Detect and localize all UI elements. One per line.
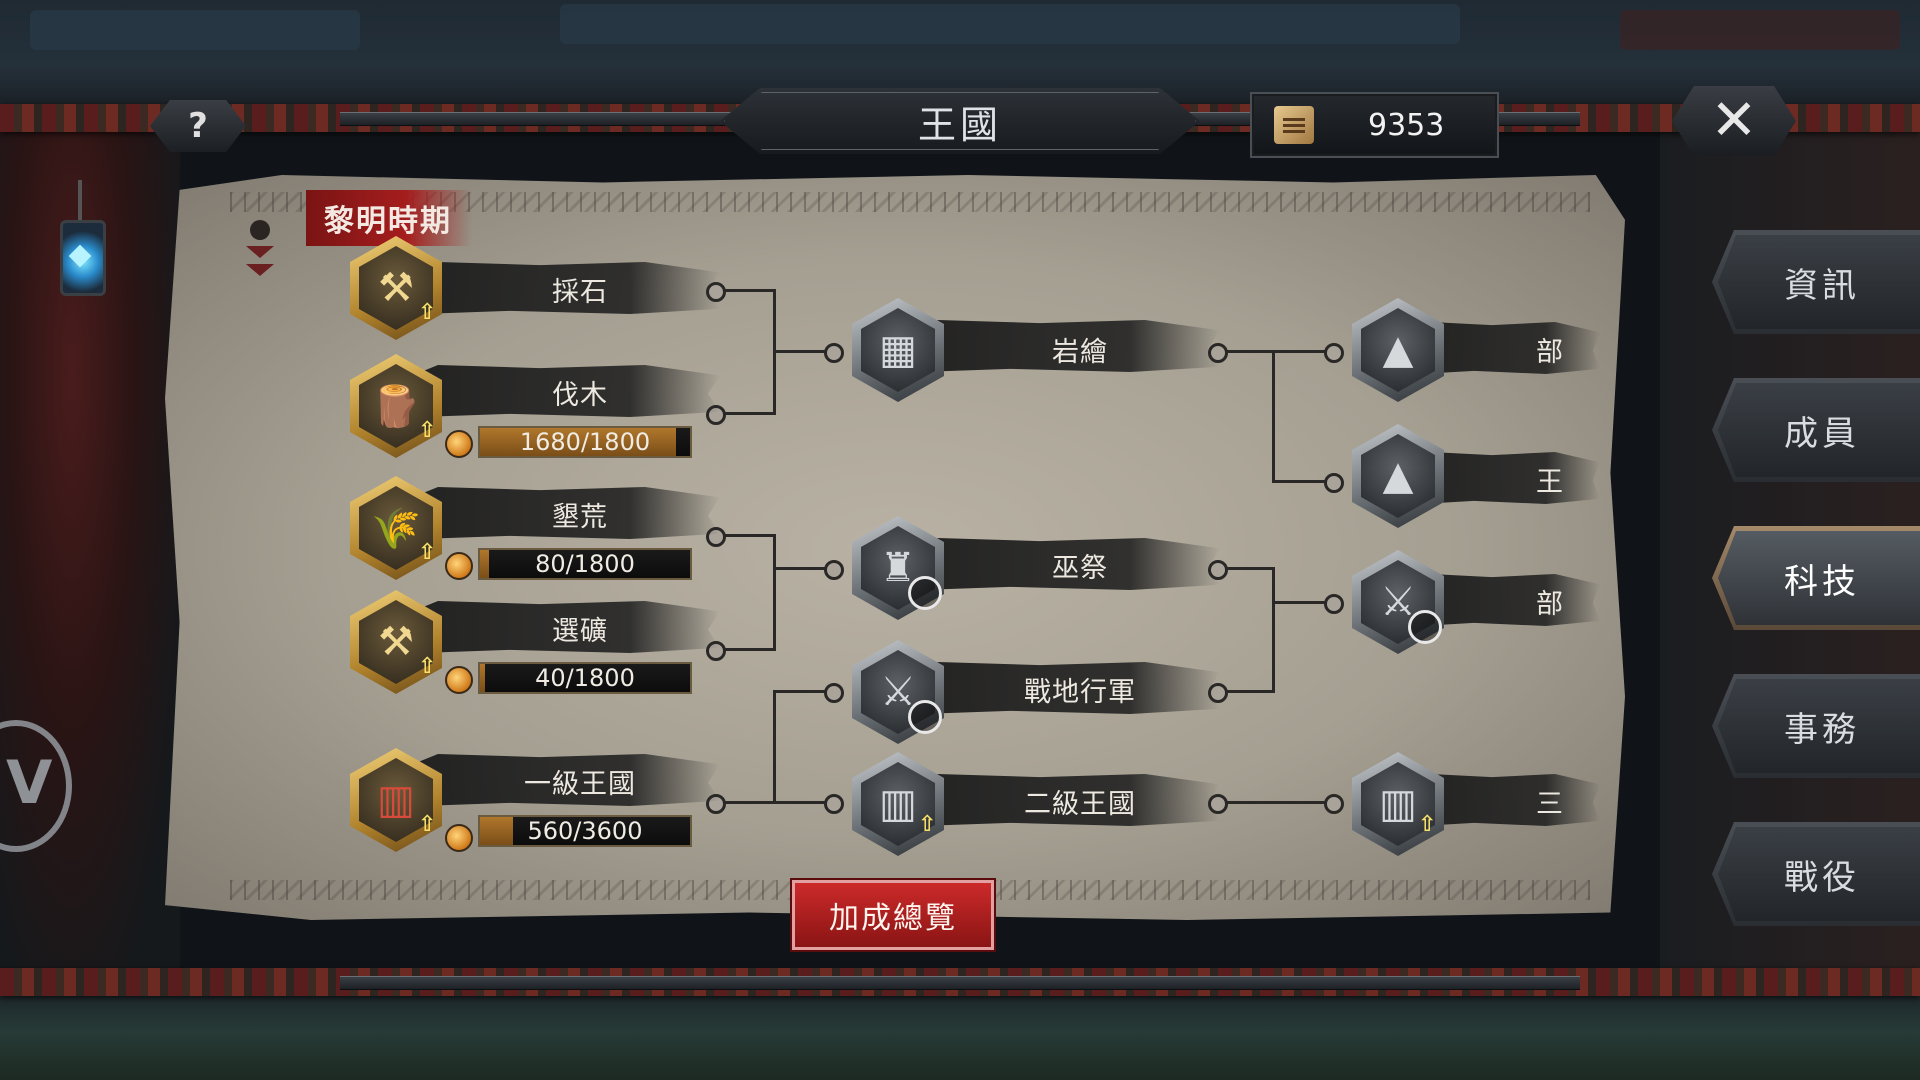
tab-affairs[interactable]: 事務 xyxy=(1712,674,1920,778)
upgrade-arrow-icon: ⇧ xyxy=(918,812,937,837)
blurred-hud xyxy=(30,10,360,50)
tech-node-label: 採石 xyxy=(552,277,608,308)
upgrade-arrow-icon: ⇧ xyxy=(418,812,437,837)
progress-fill xyxy=(480,664,485,692)
tech-node-label: 伐木 xyxy=(552,380,608,411)
progress-value: 560/3600 xyxy=(527,817,643,845)
banner-tower-icon: ▲ xyxy=(1382,453,1414,499)
castle-gate-icon: ▥ xyxy=(879,781,917,827)
progress-value: 1680/1800 xyxy=(519,428,651,456)
help-button[interactable]: ? xyxy=(150,100,246,152)
bottom-border-bar xyxy=(0,968,1920,996)
tech-node-label: 選礦 xyxy=(552,616,608,647)
potion-icon xyxy=(445,552,473,580)
scroll-icon xyxy=(1274,106,1314,144)
era-marker-icon xyxy=(246,220,274,300)
wheat-icon: 🌾 xyxy=(371,505,421,552)
lumber-icon: 🪵 xyxy=(371,383,421,430)
tab-members[interactable]: 成員 xyxy=(1712,378,1920,482)
upgrade-arrow-icon: ⇧ xyxy=(1418,812,1437,837)
stone-hammer-icon: ⚒ xyxy=(378,265,414,311)
lantern-icon xyxy=(50,180,110,330)
tab-label: 成員 xyxy=(1784,413,1860,454)
era-label: 黎明時期 xyxy=(306,190,472,246)
timer-icon xyxy=(908,700,942,734)
tab-label: 資訊 xyxy=(1784,265,1860,306)
title-plate: 王國 xyxy=(720,88,1200,154)
tab-label: 事務 xyxy=(1784,709,1860,750)
treasure-chest-icon: ▦ xyxy=(879,327,917,373)
progress-bar: 40/1800 xyxy=(478,662,692,694)
potion-icon xyxy=(445,430,473,458)
upgrade-arrow-icon: ⇧ xyxy=(418,654,437,679)
progress-fill xyxy=(480,817,513,845)
upgrade-arrow-icon: ⇧ xyxy=(418,540,437,565)
progress-bar: 560/3600 xyxy=(478,815,692,847)
tab-campaign[interactable]: 戰役 xyxy=(1712,822,1920,926)
tech-node-label: 三 xyxy=(1536,789,1564,820)
castle-gate-icon: ▥ xyxy=(377,777,415,823)
tech-node-label: 巫祭 xyxy=(1052,553,1108,584)
blurred-hud xyxy=(560,4,1460,44)
progress-value: 80/1800 xyxy=(535,550,635,578)
tech-node-label: 一級王國 xyxy=(524,769,636,800)
anvil-icon: ⚒ xyxy=(378,619,414,665)
close-icon: ✕ xyxy=(1710,88,1758,153)
potion-icon xyxy=(445,666,473,694)
timer-icon xyxy=(1408,610,1442,644)
upgrade-arrow-icon: ⇧ xyxy=(418,300,437,325)
upgrade-arrow-icon: ⇧ xyxy=(418,418,437,443)
banner-tower-icon: ▲ xyxy=(1382,327,1414,373)
tech-node-label: 墾荒 xyxy=(552,502,608,533)
blurred-hud xyxy=(1620,10,1900,50)
currency-value: 9353 xyxy=(1368,107,1445,143)
castle-gate-icon: ▥ xyxy=(1379,781,1417,827)
tab-label: 戰役 xyxy=(1784,857,1860,898)
window-title: 王國 xyxy=(917,102,1002,147)
currency-display: 9353 xyxy=(1250,92,1499,158)
progress-fill xyxy=(480,550,490,578)
tech-node-label: 部 xyxy=(1536,589,1564,620)
bonus-overview-button[interactable]: 加成總覽 xyxy=(790,878,996,952)
question-icon: ? xyxy=(188,106,208,146)
tab-label: 科技 xyxy=(1784,561,1860,602)
progress-bar: 1680/1800 xyxy=(478,426,692,458)
timer-icon xyxy=(908,576,942,610)
potion-icon xyxy=(445,824,473,852)
progress-fill xyxy=(480,428,676,456)
tech-node-label: 岩繪 xyxy=(1052,337,1108,368)
tech-node-label: 部 xyxy=(1536,337,1564,368)
progress-value: 40/1800 xyxy=(535,664,635,692)
progress-bar: 80/1800 xyxy=(478,548,692,580)
tech-node-label: 戰地行軍 xyxy=(1024,677,1136,708)
close-button[interactable]: ✕ xyxy=(1672,86,1796,156)
tab-info[interactable]: 資訊 xyxy=(1712,230,1920,334)
tech-node-label: 王 xyxy=(1536,467,1564,498)
tech-node-label: 二級王國 xyxy=(1024,789,1136,820)
tab-technology[interactable]: 科技 xyxy=(1712,526,1920,630)
decorative-border xyxy=(230,192,1590,212)
bonus-overview-label: 加成總覽 xyxy=(829,901,957,936)
background-bottom xyxy=(0,985,1920,1080)
